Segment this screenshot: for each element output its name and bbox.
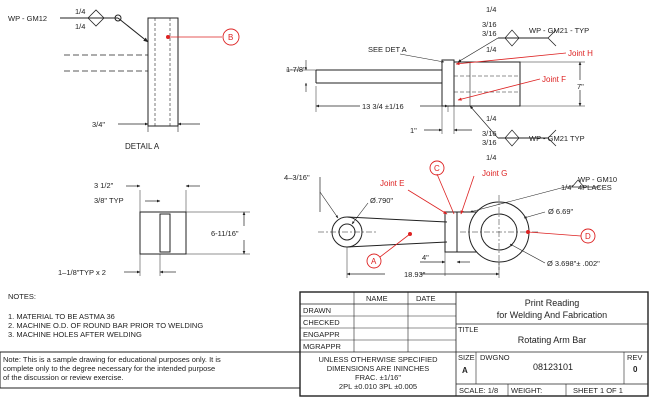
top-dia-bore: Ø 3.698"± .002"	[547, 259, 600, 268]
see-det-a-label: SEE DET A	[368, 45, 407, 54]
end-view-block	[139, 211, 187, 255]
col-name-header: NAME	[366, 294, 388, 303]
side-dim-7: 7"	[577, 82, 584, 91]
end-dim-6-11: 6-11/16"	[211, 229, 239, 238]
col-date-header: DATE	[416, 294, 435, 303]
title-label: TITLE	[458, 325, 478, 334]
rev-label: REV	[627, 353, 642, 362]
dwgno-label: DWGNO	[480, 353, 510, 362]
top-dia-small: Ø.790"	[370, 196, 393, 205]
row-mgrappr: MGRAPPR	[303, 342, 342, 351]
side-bot-weld-3: 3/16	[482, 138, 497, 147]
disclaimer-line-1: Note: This is a sample drawing for educa…	[3, 355, 221, 364]
detail-a-caption: DETAIL A	[125, 142, 160, 151]
detail-a-width-dim: 3/4"	[92, 120, 105, 129]
sheet-field: SHEET 1 OF 1	[573, 386, 623, 395]
drawing-title: Rotating Arm Bar	[518, 335, 587, 345]
rev-value: 0	[633, 365, 638, 374]
title-block	[0, 291, 649, 397]
top-weld-label-1: WP - GM10	[578, 175, 617, 184]
side-top-weld-4: 1/4	[486, 45, 496, 54]
top-dim-4-3-16: 4–3/16"	[284, 173, 310, 182]
company-line-2: for Welding And Fabrication	[497, 310, 607, 320]
top-dia-large: Ø 6.69"	[548, 207, 574, 216]
end-view-slot	[159, 213, 171, 253]
end-dim-3-1-2: 3 1/2"	[94, 181, 114, 190]
tolerance-line-4: 2PL ±0.010 3PL ±0.005	[339, 382, 417, 391]
tolerance-line-3: FRAC. ±1/16"	[355, 373, 401, 382]
detail-a-plate	[147, 17, 179, 127]
joint-e-label: Joint E	[380, 179, 404, 188]
detail-a-weld-frac-bottom: 1/4	[75, 22, 85, 31]
row-engappr: ENGAPPR	[303, 330, 340, 339]
dwgno-value: 08123101	[533, 362, 573, 372]
side-dim-1: 1"	[410, 126, 417, 135]
top-weld-label-2: 4PLACES	[578, 183, 612, 192]
note-1: 1. MATERIAL TO BE ASTMA 36	[8, 312, 115, 321]
balloon-b: B	[228, 33, 233, 42]
balloon-d: D	[585, 232, 591, 241]
note-3: 3. MACHINE HOLES AFTER WELDING	[8, 330, 142, 339]
detail-a	[60, 9, 240, 132]
end-dim-3-8: 3/8" TYP	[94, 196, 124, 205]
disclaimer-line-3: of the discussion or review exercise.	[3, 373, 123, 382]
note-2: 2. MACHINE O.D. OF ROUND BAR PRIOR TO WE…	[8, 321, 203, 330]
top-view	[318, 160, 600, 278]
company-line-1: Print Reading	[525, 298, 580, 308]
joint-h-label: Joint H	[568, 49, 593, 58]
size-value: A	[462, 366, 468, 375]
side-top-weld-3: 3/16	[482, 29, 497, 38]
end-dim-1-1-8: 1–1/8"TYP x 2	[58, 268, 106, 277]
top-view-plate	[444, 211, 458, 253]
row-checked: CHECKED	[303, 318, 340, 327]
balloon-a: A	[371, 257, 377, 266]
tolerance-line-1: UNLESS OTHERWISE SPECIFIED	[318, 355, 438, 364]
side-top-weld-2: 3/16	[482, 20, 497, 29]
side-bot-weld-label: WP - GM21 TYP	[529, 134, 585, 143]
side-top-weld-label: WP - GM21 - TYP	[529, 26, 589, 35]
side-view-hub	[453, 61, 521, 107]
weight-field: WEIGHT:	[511, 386, 542, 395]
side-dim-13-3-4: 13 3/4 ±1/16	[362, 102, 404, 111]
top-weld-frac: 1/4'	[561, 183, 573, 192]
top-dim-18-93: 18.93"	[404, 270, 426, 279]
notes-heading: NOTES:	[8, 292, 36, 301]
detail-a-weld-frac-top: 1/4	[75, 7, 85, 16]
side-dim-1-7-8: 1-7/8"	[286, 65, 306, 74]
top-dim-4: 4"	[422, 253, 429, 262]
scale-field: SCALE: 1/8	[459, 386, 498, 395]
joint-g-label: Joint G	[482, 169, 507, 178]
tolerance-line-2: DIMENSIONS ARE ININCHES	[327, 364, 430, 373]
side-view-plate	[441, 59, 455, 107]
end-view	[124, 184, 250, 276]
balloon-c: C	[434, 164, 440, 173]
side-bot-weld-1: 1/4	[486, 114, 496, 123]
side-top-weld-1: 1/4	[486, 5, 496, 14]
side-bot-weld-2: 3/16	[482, 129, 497, 138]
detail-a-weld-symbol: WP - GM12	[8, 14, 47, 23]
size-label: SIZE	[458, 353, 475, 362]
row-drawn: DRAWN	[303, 306, 331, 315]
side-view	[286, 29, 585, 147]
side-bot-weld-4: 1/4	[486, 153, 496, 162]
disclaimer-line-2: complete only to the degree necessary fo…	[3, 364, 215, 373]
joint-f-label: Joint F	[542, 75, 566, 84]
